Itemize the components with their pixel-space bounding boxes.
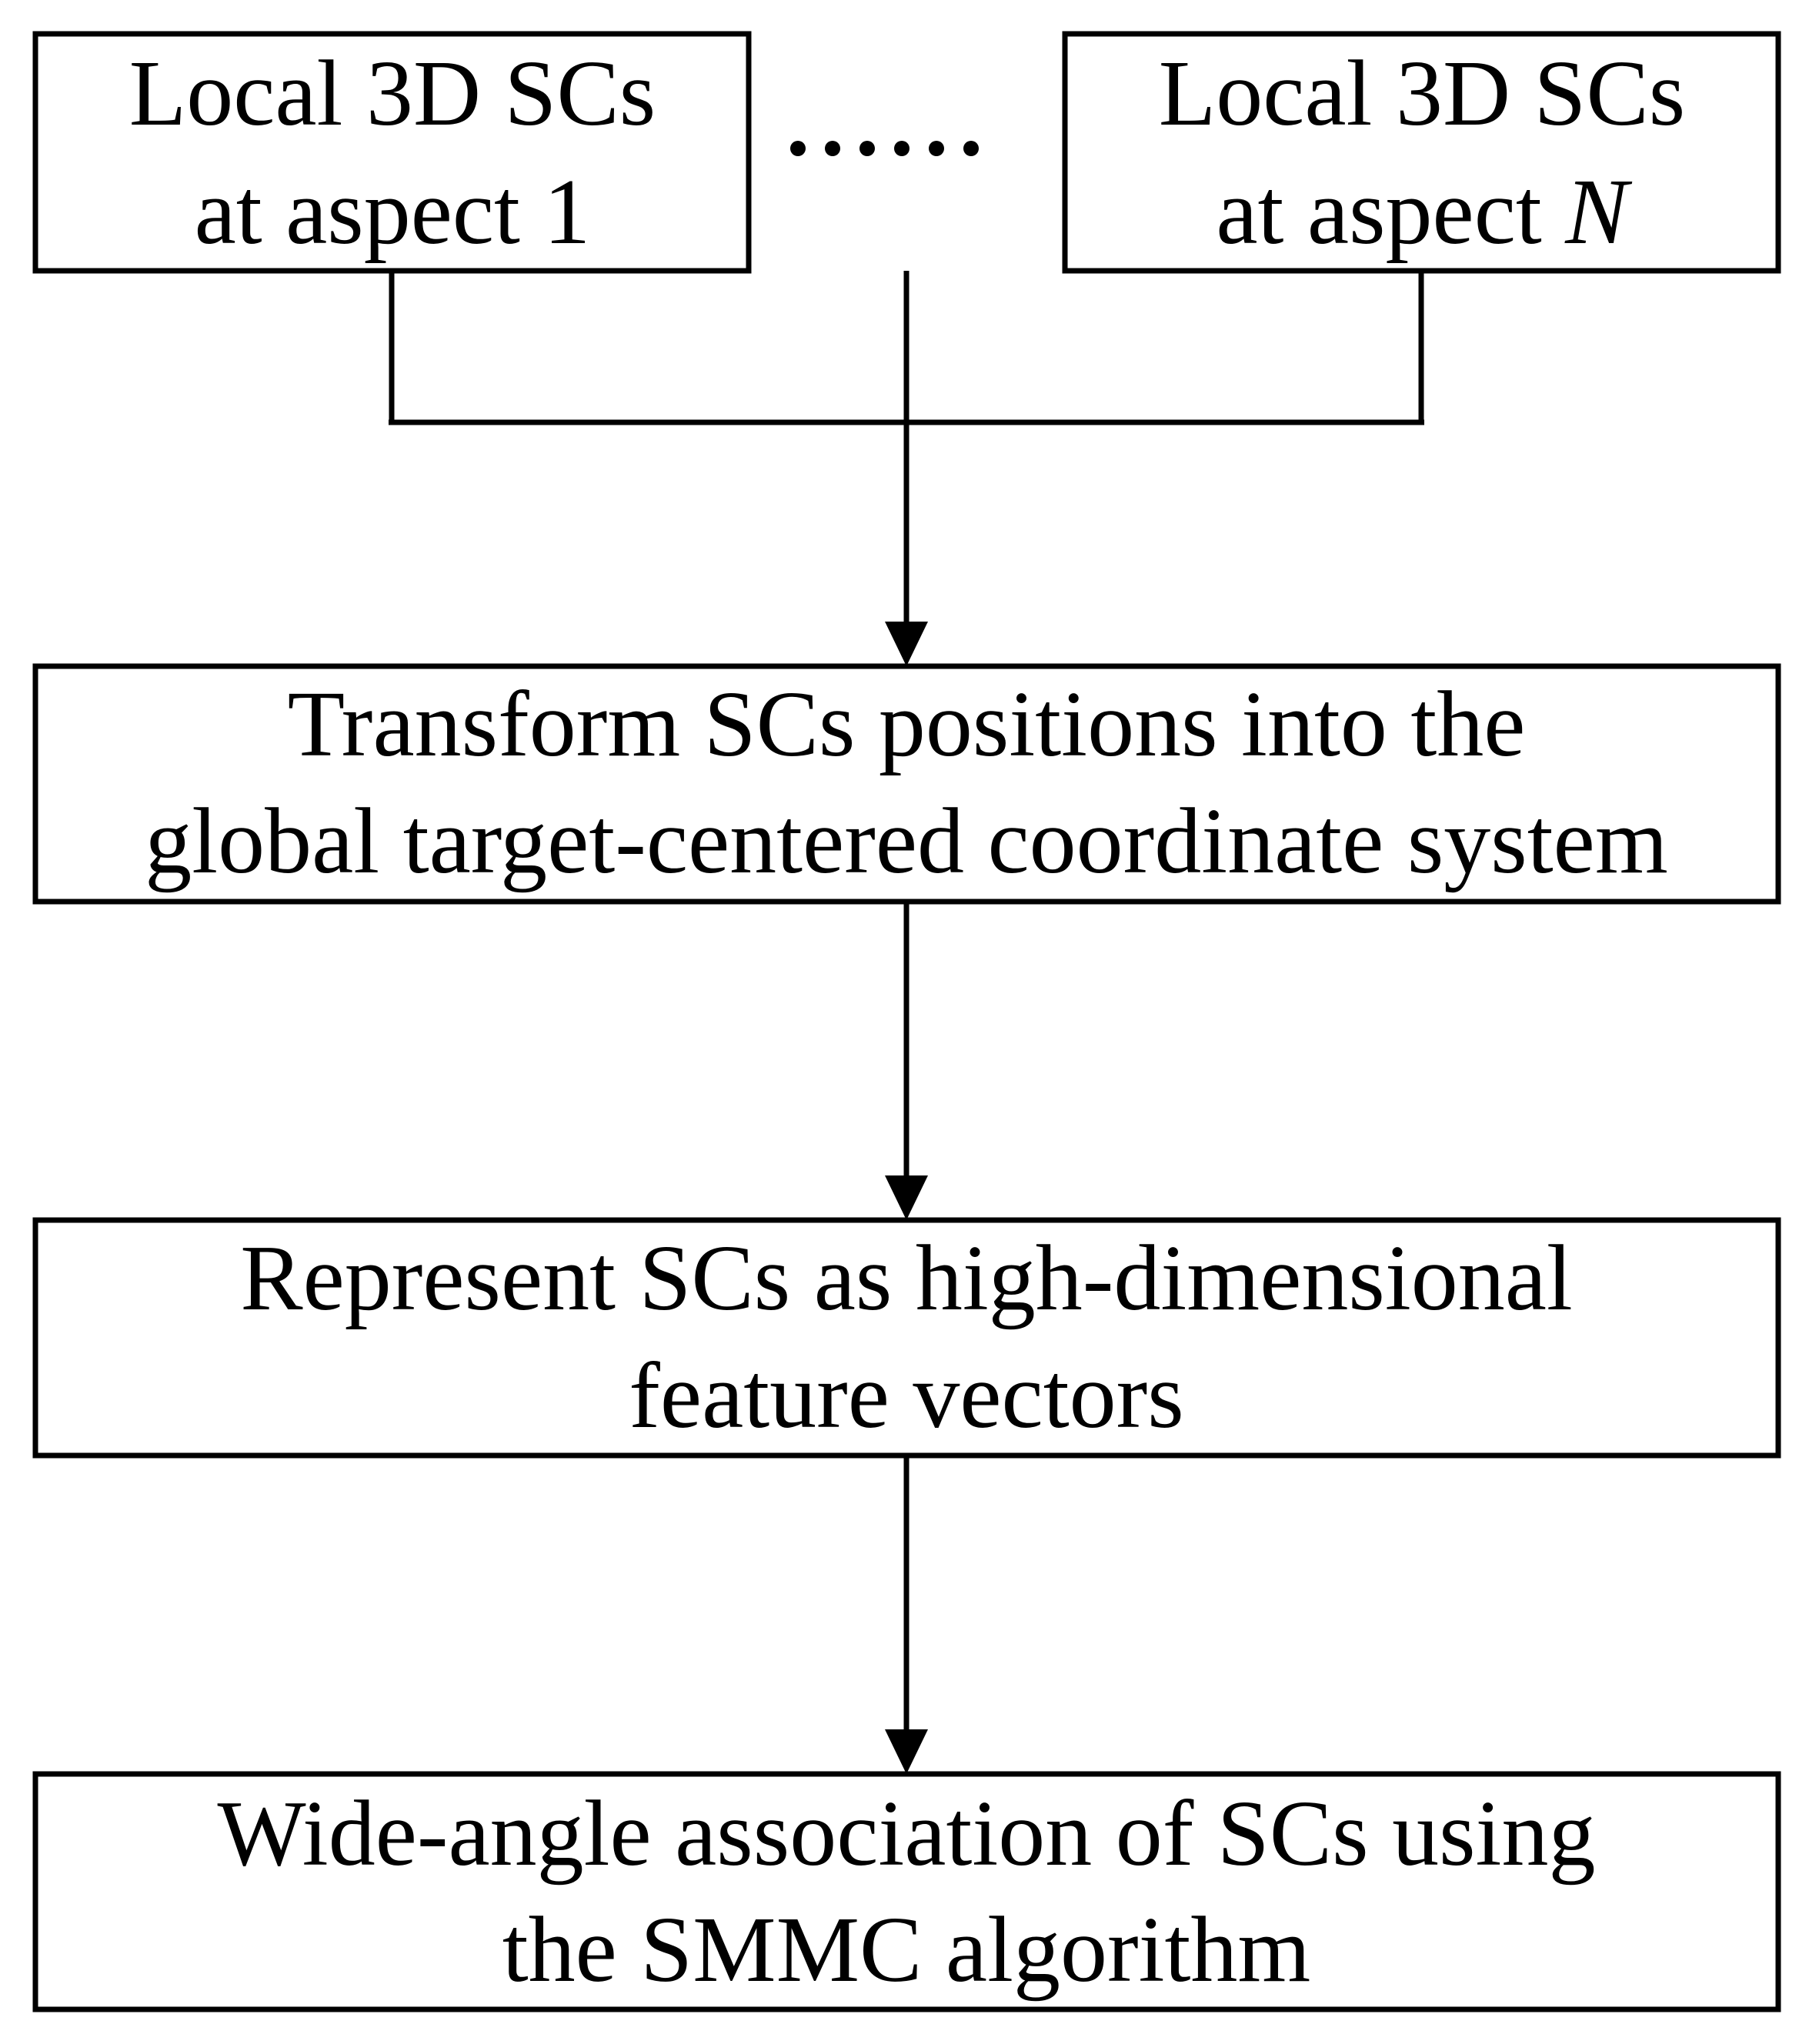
box-local-scs-aspect-n-frame [1062,31,1781,274]
box-local-scs-aspect-1-line1: Local 3D SCs [129,42,656,145]
arrowhead-2 [885,1175,928,1220]
arrowhead-3 [885,1729,928,1774]
box-local-scs-aspect-n-line1: Local 3D SCs [1159,42,1686,145]
box-represent-feature-vectors-frame [32,1217,1781,1459]
ellipsis-dot [790,141,806,156]
box-local-scs-aspect-1-line2: at aspect 1 [195,160,591,264]
arrow-transform-to-represent [885,902,928,1220]
box-wide-angle-association-frame [32,1771,1781,2012]
box-transform-positions-line2: global target-centered coordinate system [145,789,1667,893]
ellipsis [790,141,979,156]
ellipsis-dot [859,141,875,156]
box-local-scs-aspect-1: Local 3D SCs at aspect 1 [32,31,752,274]
box-transform-positions: Transform SCs positions into the global … [32,663,1781,905]
box-transform-positions-line1: Transform SCs positions into the [288,672,1526,776]
aspect-variable-n: N [1564,160,1633,264]
arrowhead-1 [885,622,928,666]
aspect-label: at aspect [1216,160,1565,264]
box-local-scs-aspect-1-frame [32,31,752,274]
ellipsis-dot [894,141,910,156]
box-local-scs-aspect-n: Local 3D SCs at aspect N [1062,31,1781,274]
box-represent-feature-vectors-line1: Represent SCs as high-dimensional [240,1226,1573,1330]
arrow-represent-to-association [885,1455,928,1774]
box-local-scs-aspect-n-line2: at aspect N [1216,160,1633,264]
merge-connector [389,271,1424,666]
box-represent-feature-vectors-line2: feature vectors [629,1344,1183,1448]
box-wide-angle-association: Wide-angle association of SCs using the … [32,1771,1781,2012]
box-wide-angle-association-line1: Wide-angle association of SCs using [218,1782,1596,1886]
box-wide-angle-association-line2: the SMMC algorithm [502,1898,1311,2002]
box-represent-feature-vectors: Represent SCs as high-dimensional featur… [32,1217,1781,1459]
ellipsis-dot [825,141,840,156]
ellipsis-dot [929,141,944,156]
ellipsis-dot [963,141,979,156]
box-transform-positions-frame [32,663,1781,905]
